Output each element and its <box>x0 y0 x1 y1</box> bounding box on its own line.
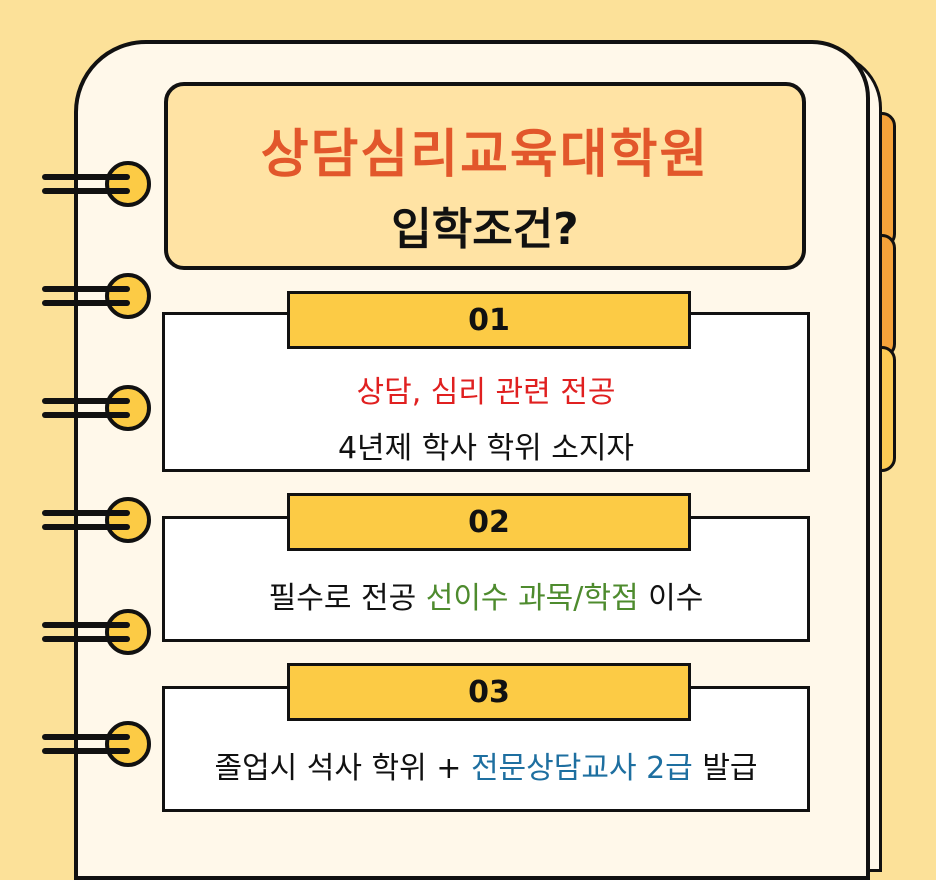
page-subtitle: 입학조건? <box>391 204 579 255</box>
spiral-ring-icon <box>42 609 151 655</box>
number-tag: 01 <box>287 291 691 349</box>
page-title: 상담심리교육대학원 <box>260 125 710 185</box>
condition-2-text-before: 필수로 전공 <box>268 581 426 616</box>
spiral-ring-icon <box>42 273 151 319</box>
condition-2-highlight: 선이수 과목/학점 <box>425 581 639 616</box>
condition-1-highlight: 상담, 심리 관련 전공 <box>356 375 616 410</box>
condition-card-2: 02 필수로 전공 선이수 과목/학점 이수 <box>162 493 810 642</box>
condition-2-text: 필수로 전공 선이수 과목/학점 이수 <box>165 573 807 617</box>
condition-2-text-after: 이수 <box>638 581 704 616</box>
condition-card-1: 01 상담, 심리 관련 전공 4년제 학사 학위 소지자 <box>162 291 810 472</box>
condition-1-detail: 4년제 학사 학위 소지자 <box>337 431 635 466</box>
condition-3-text: 졸업시 석사 학위 + 전문상담교사 2급 발급 <box>165 743 807 787</box>
number-tag: 03 <box>287 663 691 721</box>
condition-card-3: 03 졸업시 석사 학위 + 전문상담교사 2급 발급 <box>162 663 810 812</box>
number-tag: 02 <box>287 493 691 551</box>
spiral-ring-icon <box>42 161 151 207</box>
condition-3-highlight: 전문상담교사 2급 <box>470 751 693 786</box>
spiral-ring-icon <box>42 385 151 431</box>
condition-3-text-after: 발급 <box>692 751 758 786</box>
spiral-ring-icon <box>42 721 151 767</box>
condition-3-text-before: 졸업시 석사 학위 + <box>214 751 471 786</box>
title-box: 상담심리교육대학원 입학조건? <box>164 82 806 270</box>
spiral-ring-icon <box>42 497 151 543</box>
